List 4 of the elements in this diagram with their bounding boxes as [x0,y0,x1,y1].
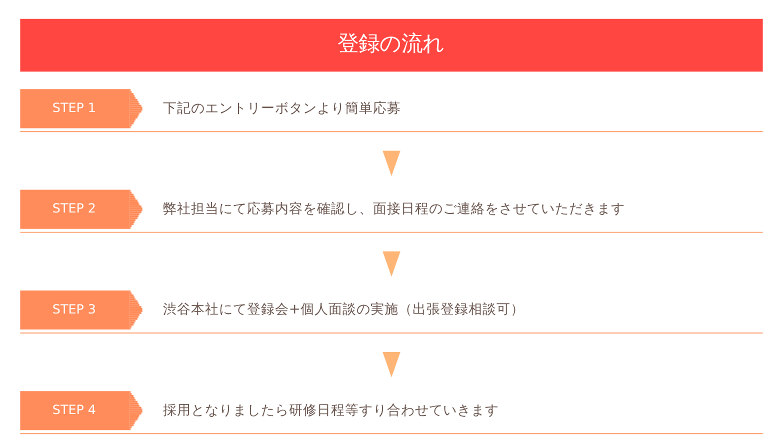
arrow [382,352,400,377]
arrow [382,150,400,176]
arrow [382,250,400,276]
diagram-title: 登録の流れ [337,31,444,56]
